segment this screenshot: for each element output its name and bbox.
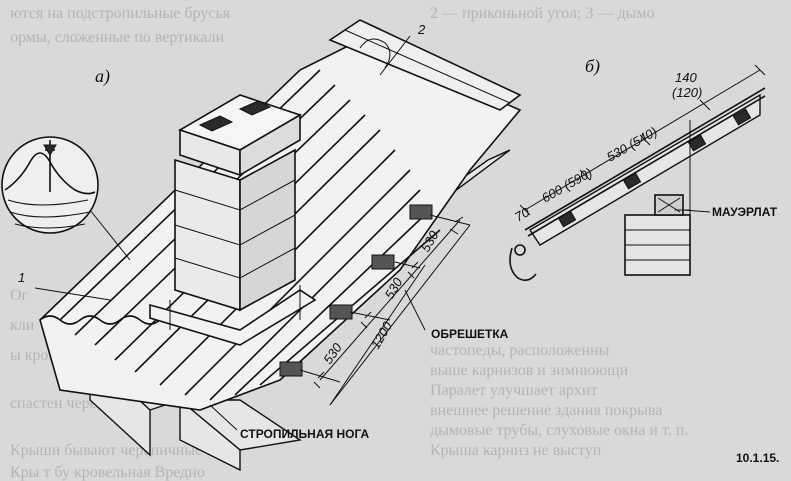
wall-plate-label: МАУЭРЛАТ xyxy=(712,205,778,219)
panel-b-label: б) xyxy=(585,56,600,77)
bg-right-line: внешнее решение здания покрыва xyxy=(430,402,662,419)
bg-left-line: Крыши бывают черепичные xyxy=(10,442,202,459)
callout-leaders-a xyxy=(34,35,426,431)
bg-left-line: Кры т бу кровельная Вредно xyxy=(10,464,205,481)
callout-1: 1 xyxy=(18,270,25,285)
callout-2: 2 xyxy=(417,22,426,37)
bg-left-line: кли xyxy=(10,317,35,334)
bg-left-line: спастен черепи xyxy=(10,395,114,412)
figure-number: 10.1.15. xyxy=(736,451,779,465)
bg-left-line: ормы, сложенные по вертикали xyxy=(10,29,224,46)
bg-right-line: 2 — приконьной угол; 3 — дымо xyxy=(430,5,654,22)
dimension-lines-a xyxy=(299,214,471,406)
dimension-a-3: 530 xyxy=(320,340,345,367)
panel-a-label: а) xyxy=(95,66,110,87)
dimension-a-4: 1200 xyxy=(368,318,396,351)
dimension-b-5: (120) xyxy=(672,85,702,100)
bg-left-line: ются на подстропильные брусья xyxy=(10,5,231,22)
detail-inset xyxy=(1,136,131,261)
dimension-b-4: 140 xyxy=(675,70,697,85)
background-text: ются на подстропильные брусья ормы, слож… xyxy=(10,5,688,481)
bg-right-line: Крыша карниз не выступ xyxy=(430,442,602,459)
panel-b: б) 70 600 (590) 530 (540) 140 (120) МАУЭ… xyxy=(509,56,778,282)
gutter-hook xyxy=(509,247,537,282)
bg-left-line: ы кров xyxy=(10,347,57,364)
bg-right-line: частопеды, расположенны xyxy=(430,342,610,359)
panel-a: а) 1 2 ОБРЕШЕТКА СТРОПИЛЬНАЯ НОГА 530 53… xyxy=(1,19,522,472)
bg-right-line: выше карнизов и зимнюющи xyxy=(430,362,629,379)
batten-label: ОБРЕШЕТКА xyxy=(431,327,509,341)
batten-clips xyxy=(279,204,433,377)
bg-right-line: Паралет улучшает архит xyxy=(430,382,597,399)
chimney xyxy=(149,94,317,346)
bg-left-line: Ог xyxy=(10,287,29,304)
rafter-label: СТРОПИЛЬНАЯ НОГА xyxy=(240,427,370,441)
bg-right-line: дымовые трубы, слуховые окна и т. п. xyxy=(430,422,688,439)
